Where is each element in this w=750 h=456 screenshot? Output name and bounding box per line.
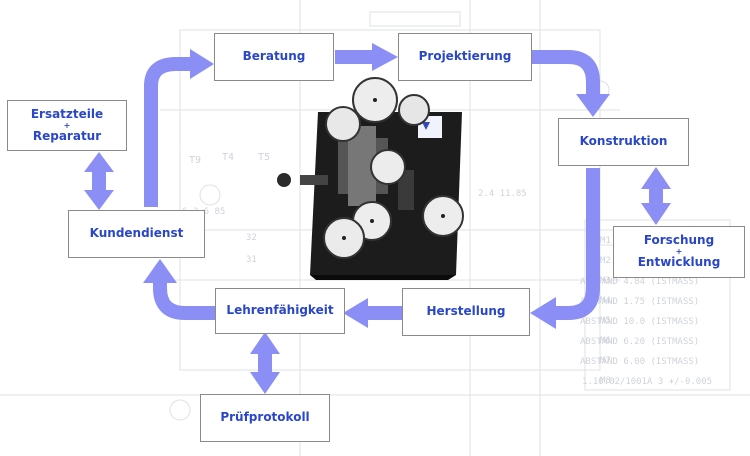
node-konstruktion-label: Konstruktion (579, 134, 668, 149)
bg-label-tolerance: 1.10.02/1001A 3 +/-0.005 (582, 377, 712, 387)
bg-label-m7: M7: (600, 356, 616, 366)
bg-label-dim-2: 32 (246, 233, 257, 243)
node-forschung-entwicklung: Forschung + Entwicklung (613, 226, 745, 278)
node-pruefprotokoll-label: Prüfprotokoll (220, 410, 310, 425)
node-ersatzteile-reparatur: Ersatzteile + Reparatur (7, 100, 127, 151)
arrow-lehrenfaehigkeit-kundendienst (153, 278, 215, 320)
bg-label-dim-3: 31 (246, 255, 257, 265)
node-beratung: Beratung (214, 33, 334, 81)
bg-label-abstand-1: ABSTAND 4.84 (ISTMASS) (580, 277, 699, 287)
bg-label-abstand-4: ABSTAND 6.20 (ISTMASS) (580, 337, 699, 347)
arrow-konstruktion-herstellung (552, 168, 600, 320)
measuring-device-illustration (277, 77, 464, 280)
bg-label-m1: M1: (600, 236, 616, 246)
bg-label-m4: M4: (600, 296, 616, 306)
node-kundendienst-label: Kundendienst (89, 226, 184, 241)
bg-label-abstand-2: ABSTAND 1.75 (ISTMASS) (580, 297, 699, 307)
node-lehrenfaehigkeit-label: Lehrenfähigkeit (226, 303, 334, 318)
bg-label-t9: T9 (189, 155, 201, 166)
bg-label-m3: M3: (600, 276, 616, 286)
node-lehrenfaehigkeit: Lehrenfähigkeit (215, 288, 345, 334)
bg-label-m2: M2: (600, 256, 616, 266)
node-kundendienst: Kundendienst (68, 210, 205, 258)
bg-label-t4: T4 (222, 152, 234, 163)
node-beratung-label: Beratung (242, 49, 306, 64)
node-ersatzteile-label-1: Ersatzteile (30, 106, 104, 121)
arrow-projektierung-konstruktion (532, 50, 600, 96)
node-projektierung: Projektierung (398, 33, 532, 81)
node-konstruktion: Konstruktion (558, 118, 689, 166)
node-forschung-label-1: Forschung (643, 233, 715, 248)
bg-label-m6: M6: (600, 336, 616, 346)
node-projektierung-label: Projektierung (418, 49, 512, 64)
bg-label-abstand-3: ABSTAND 10.0 (ISTMASS) (580, 317, 699, 327)
bg-label-m5: M5: (600, 316, 616, 326)
arrow-kundendienst-beratung (144, 57, 196, 207)
node-forschung-label-2: Entwicklung (637, 255, 721, 269)
bg-label-m8: M8: (600, 376, 616, 386)
node-herstellung-label: Herstellung (426, 304, 506, 319)
node-herstellung: Herstellung (402, 288, 530, 336)
arrow-heads (84, 43, 671, 394)
bg-label-t5: T5 (258, 152, 270, 163)
node-ersatzteile-plus: + (63, 120, 71, 130)
bg-label-abstand-5: ABSTAND 6.00 (ISTMASS) (580, 357, 699, 367)
node-ersatzteile-label-2: Reparatur (32, 128, 102, 143)
node-pruefprotokoll: Prüfprotokoll (200, 394, 330, 442)
bg-label-dim-4: 2.4 11.85 (478, 189, 527, 199)
node-forschung-plus: + (675, 247, 683, 256)
